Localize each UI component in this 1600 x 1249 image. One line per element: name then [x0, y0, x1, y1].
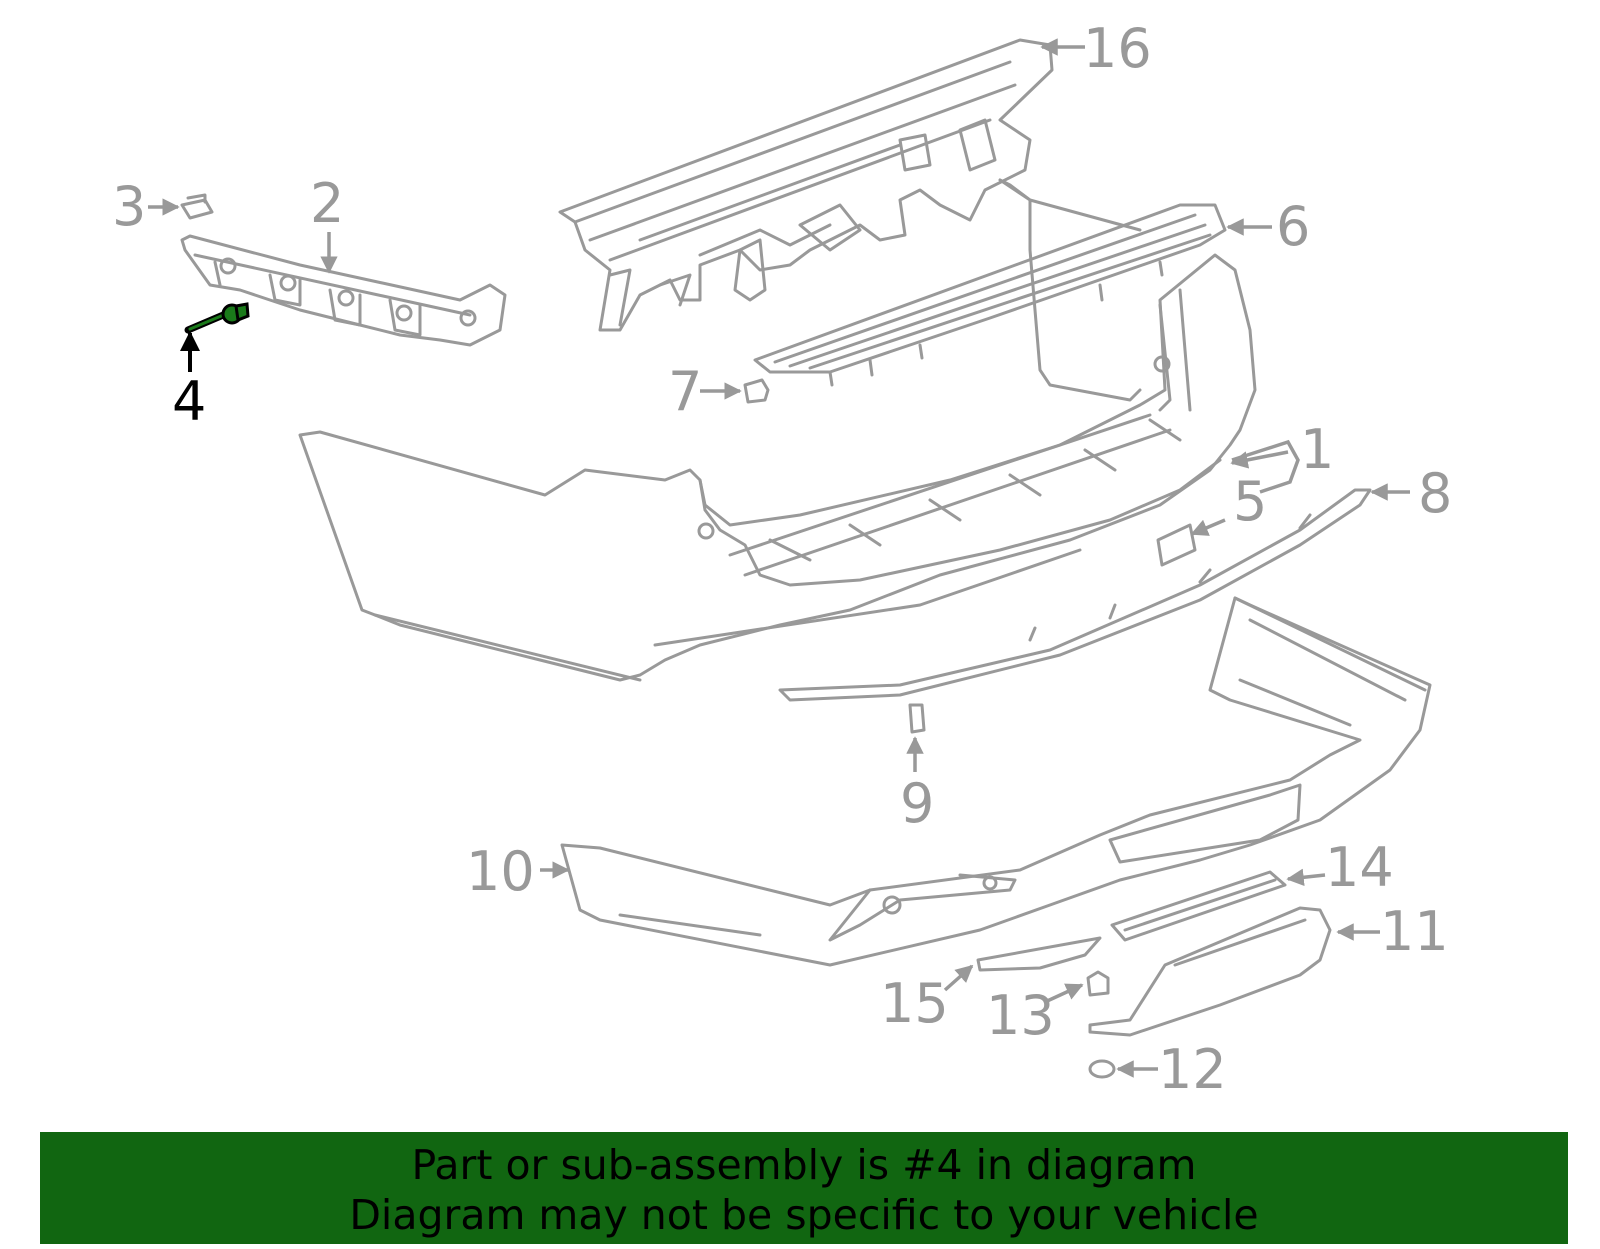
parts-diagram: 1 2 3 4 5 6 7 8 9 10 11 12 13 14 15 16	[112, 17, 1452, 1101]
callout-1: 1	[1300, 418, 1334, 481]
part-8-trim-strip	[778, 488, 1372, 702]
part-9-clip	[908, 703, 926, 734]
callout-7: 7	[668, 360, 702, 423]
callout-14: 14	[1325, 836, 1394, 899]
callout-2: 2	[310, 172, 344, 235]
callout-15: 15	[880, 972, 949, 1035]
callout-11: 11	[1380, 900, 1449, 963]
callout-5: 5	[1233, 470, 1267, 533]
part-10-lower-valance	[560, 596, 1432, 967]
banner-line-disclaimer: Diagram may not be specific to your vehi…	[349, 1191, 1259, 1239]
callout-10: 10	[466, 840, 535, 903]
part-14-trim-strip	[1110, 870, 1287, 942]
part-5-reflector	[1156, 523, 1197, 567]
part-1-bumper-cover	[298, 178, 1257, 682]
callout-8: 8	[1418, 462, 1452, 525]
callout-3: 3	[112, 175, 146, 238]
part-2-bracket	[180, 234, 507, 347]
part-12-grommet	[1088, 1059, 1116, 1079]
part-16-reinforcement-bar	[558, 38, 1054, 332]
part-3-clip	[180, 193, 214, 220]
callout-12: 12	[1158, 1038, 1227, 1101]
part-13-clip	[1086, 970, 1110, 997]
part-7-clip	[743, 378, 770, 404]
callout-13: 13	[986, 984, 1055, 1047]
part-4-bolt	[184, 302, 250, 334]
info-banner: Part or sub-assembly is #4 in diagram Di…	[40, 1132, 1568, 1244]
callout-9: 9	[900, 772, 934, 835]
part-11-skid-plate	[1088, 906, 1332, 1037]
part-6-step-pad	[753, 203, 1227, 387]
callout-labels: 1 2 3 4 5 6 7 8 9 10 11 12 13 14 15 16	[112, 17, 1452, 1101]
part-15-trim-piece	[976, 936, 1102, 972]
banner-line-part: Part or sub-assembly is #4 in diagram	[411, 1141, 1197, 1189]
leader-lines	[148, 38, 1410, 1078]
callout-4: 4	[172, 370, 206, 433]
callout-6: 6	[1276, 195, 1310, 258]
callout-16: 16	[1083, 17, 1152, 80]
